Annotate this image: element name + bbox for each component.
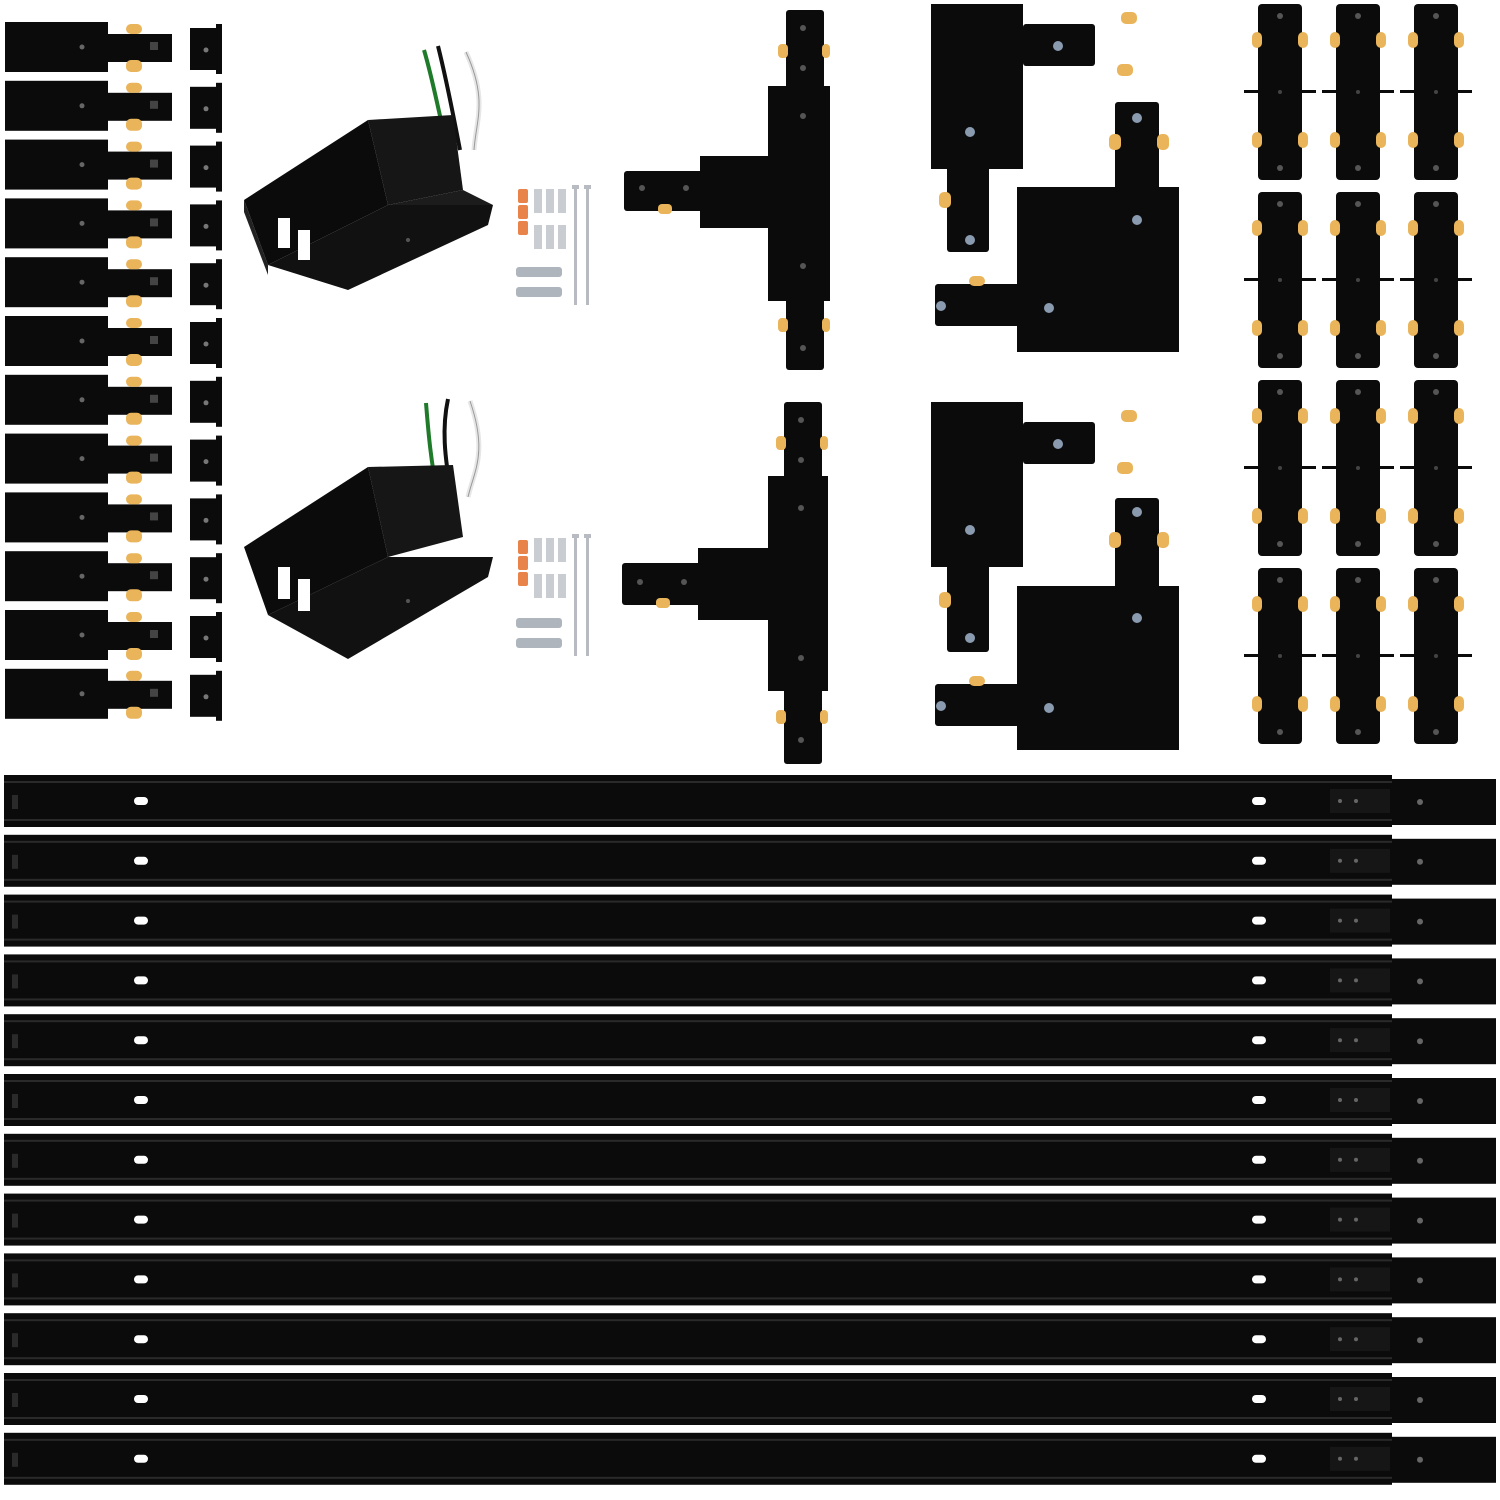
end-cap-bracket [190, 612, 222, 662]
end-cap [5, 257, 172, 308]
end-cap [5, 80, 172, 131]
end-cap [5, 198, 172, 249]
straight-connector [1322, 380, 1394, 556]
end-cap-bracket [190, 670, 222, 721]
track-rail [4, 894, 1496, 947]
l-connector [925, 398, 1185, 758]
live-end-power-feed [238, 397, 508, 667]
t-connector [618, 400, 828, 768]
track-rail [4, 1313, 1496, 1366]
t-connector [620, 8, 830, 373]
track-rail [4, 954, 1496, 1007]
straight-connector [1244, 4, 1316, 180]
straight-connector [1322, 192, 1394, 368]
straight-connector-grid [1238, 0, 1500, 760]
end-cap-bracket [190, 82, 222, 133]
track-rail [4, 1373, 1496, 1425]
straight-connector [1322, 4, 1394, 180]
track-rail [4, 1133, 1496, 1186]
track-rail [4, 1074, 1496, 1126]
end-cap-bracket [190, 553, 222, 604]
track-rail-stack [0, 770, 1500, 1500]
end-cap-bracket [190, 376, 222, 427]
straight-connector [1244, 380, 1316, 556]
straight-connector [1244, 568, 1316, 744]
track-rail [4, 1253, 1496, 1306]
track-rail [4, 834, 1496, 887]
end-cap [5, 22, 172, 72]
end-cap [5, 433, 172, 484]
straight-connector [1322, 568, 1394, 744]
track-rail [4, 1432, 1496, 1485]
track-rail [4, 775, 1496, 827]
end-cap [5, 551, 172, 602]
end-cap-bracket [190, 318, 222, 368]
straight-connector [1400, 380, 1472, 556]
track-rail [4, 1193, 1496, 1246]
straight-connector [1400, 192, 1472, 368]
end-cap [5, 610, 172, 660]
end-cap-bracket [190, 435, 222, 486]
straight-connector [1400, 568, 1472, 744]
track-rail [4, 1014, 1496, 1067]
end-cap [5, 492, 172, 543]
end-cap-bracket [190, 141, 222, 192]
end-cap [5, 316, 172, 366]
end-cap [5, 374, 172, 425]
mounting-hardware-kit [512, 185, 602, 310]
end-cap-bracket [190, 24, 222, 74]
end-cap-bracket [190, 494, 222, 545]
end-cap [5, 668, 172, 719]
end-cap-bracket [190, 259, 222, 310]
mounting-hardware-kit [512, 530, 602, 660]
end-cap-bracket [190, 200, 222, 251]
l-connector [925, 2, 1185, 362]
straight-connector [1244, 192, 1316, 368]
end-cap [5, 139, 172, 190]
live-end-power-feed [238, 40, 508, 290]
end-cap-column [0, 0, 230, 730]
straight-connector [1400, 4, 1472, 180]
